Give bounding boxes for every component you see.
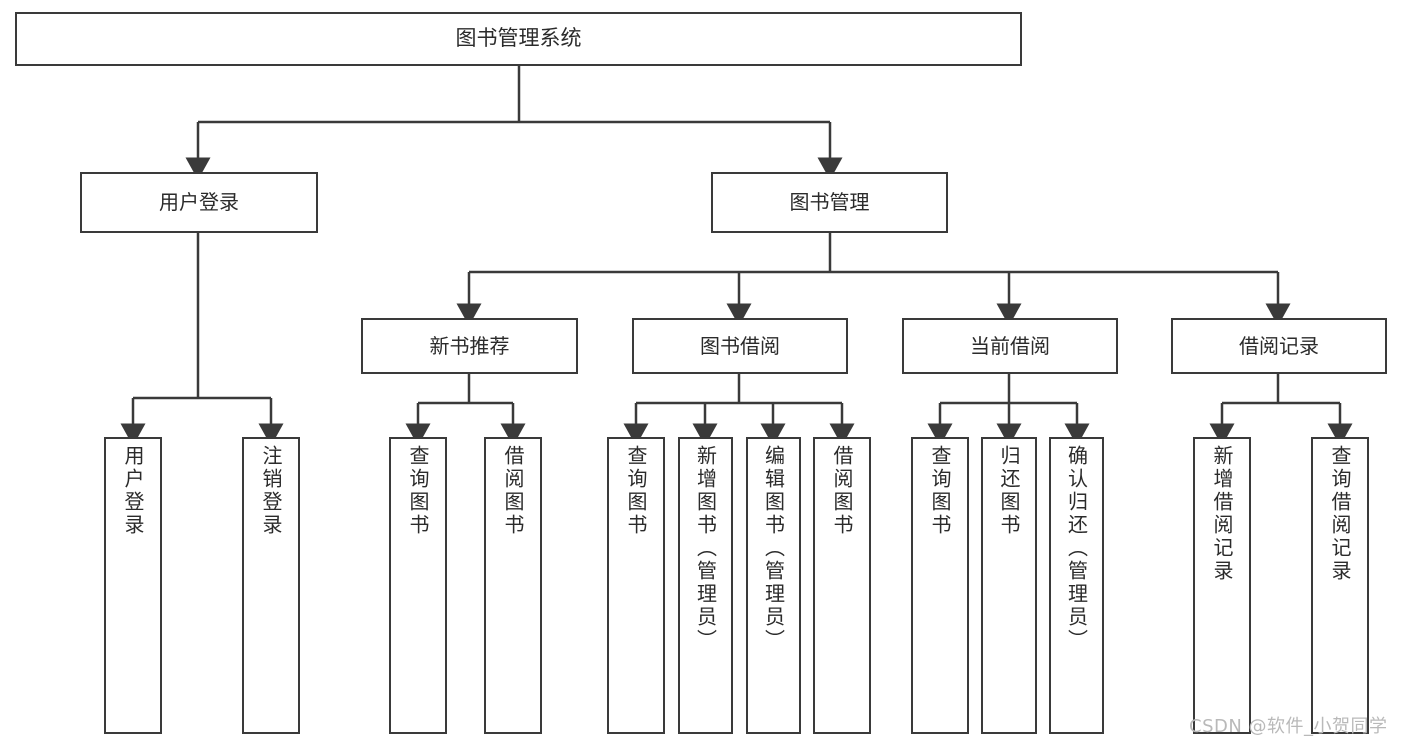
- node-label: 归还图书: [997, 445, 1021, 537]
- node-root-book-management-system[interactable]: 图书管理系统: [15, 12, 1022, 66]
- node-label: 借阅图书: [501, 445, 525, 537]
- node-label: 借阅记录: [1239, 333, 1319, 358]
- leaf-new-book-borrow-book[interactable]: 借阅图书: [484, 437, 542, 734]
- node-user-login[interactable]: 用户登录: [80, 172, 318, 233]
- node-label: 编辑图书（管理员）: [761, 445, 786, 652]
- node-label: 图书管理: [789, 190, 870, 215]
- node-new-book-recommend[interactable]: 新书推荐: [361, 318, 578, 374]
- node-label: 查询图书: [928, 445, 952, 537]
- node-book-borrow[interactable]: 图书借阅: [632, 318, 848, 374]
- node-label: 查询图书: [406, 445, 430, 537]
- node-label: 图书管理系统: [455, 26, 582, 51]
- node-label: 图书借阅: [700, 333, 780, 358]
- node-book-management[interactable]: 图书管理: [711, 172, 948, 233]
- leaf-current-borrow-query-book[interactable]: 查询图书: [911, 437, 969, 734]
- node-label: 注销登录: [259, 445, 283, 537]
- node-current-borrow[interactable]: 当前借阅: [902, 318, 1118, 374]
- leaf-book-borrow-edit-book-admin[interactable]: 编辑图书（管理员）: [746, 437, 801, 734]
- leaf-book-borrow-add-book-admin[interactable]: 新增图书（管理员）: [678, 437, 733, 734]
- node-label: 查询图书: [624, 445, 648, 537]
- leaf-book-borrow-query-book[interactable]: 查询图书: [607, 437, 665, 734]
- node-label: 新增借阅记录: [1210, 445, 1234, 583]
- leaf-borrow-record-query-record[interactable]: 查询借阅记录: [1311, 437, 1369, 734]
- leaf-current-borrow-return-book[interactable]: 归还图书: [981, 437, 1037, 734]
- node-label: 新增图书（管理员）: [693, 445, 718, 652]
- node-label: 用户登录: [159, 190, 239, 215]
- leaf-new-book-query-book[interactable]: 查询图书: [389, 437, 447, 734]
- leaf-user-login-logout[interactable]: 注销登录: [242, 437, 300, 734]
- leaf-user-login-login[interactable]: 用户登录: [104, 437, 162, 734]
- node-borrow-record[interactable]: 借阅记录: [1171, 318, 1387, 374]
- node-label: 用户登录: [121, 445, 145, 537]
- leaf-borrow-record-add-record[interactable]: 新增借阅记录: [1193, 437, 1251, 734]
- node-label: 查询借阅记录: [1328, 445, 1352, 583]
- node-label: 借阅图书: [830, 445, 854, 537]
- node-label: 新书推荐: [429, 333, 510, 358]
- leaf-current-borrow-confirm-return-admin[interactable]: 确认归还（管理员）: [1049, 437, 1104, 734]
- csdn-watermark: CSDN @软件_小贺同学: [1189, 716, 1388, 737]
- node-label: 确认归还（管理员）: [1064, 445, 1089, 652]
- node-label: 当前借阅: [970, 333, 1050, 358]
- leaf-book-borrow-borrow-book[interactable]: 借阅图书: [813, 437, 871, 734]
